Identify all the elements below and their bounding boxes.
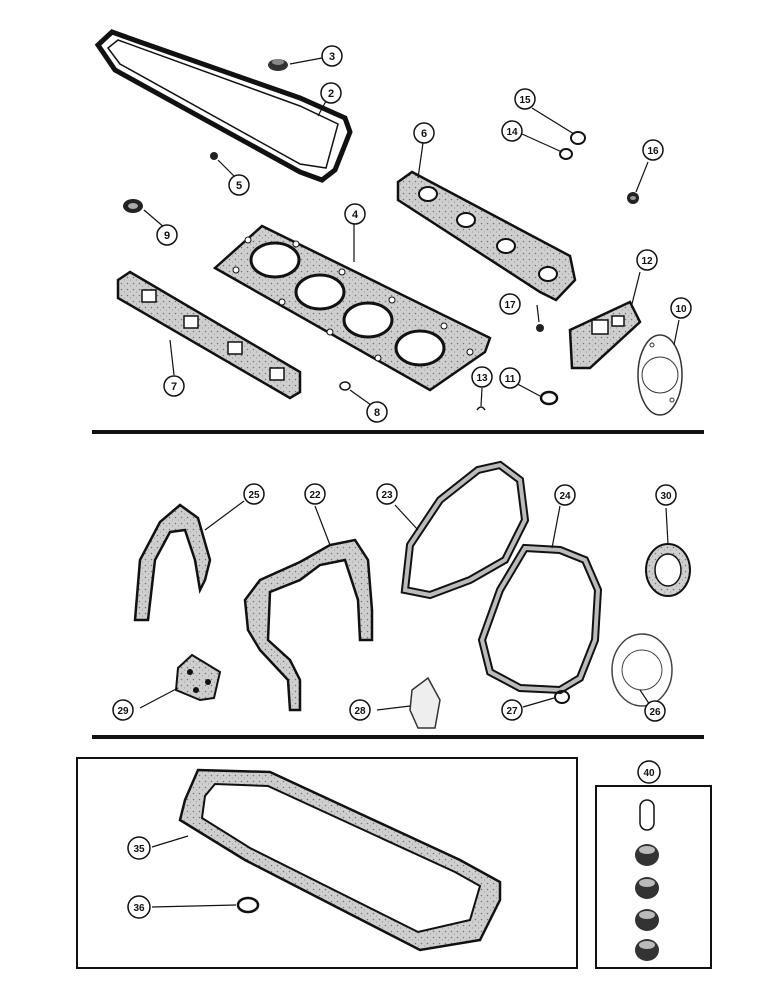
part-3-grommet <box>268 59 288 71</box>
callout-23: 23 <box>376 483 398 505</box>
bottom-left-frame <box>76 757 578 969</box>
svg-text:8: 8 <box>374 407 380 419</box>
callout-14: 14 <box>501 120 523 142</box>
bottom-right-frame <box>595 785 712 969</box>
svg-text:26: 26 <box>649 707 661 718</box>
svg-text:12: 12 <box>641 256 653 267</box>
svg-text:13: 13 <box>476 373 488 384</box>
svg-text:36: 36 <box>133 903 145 914</box>
part-25-timing-cover-gasket <box>133 503 212 622</box>
svg-text:27: 27 <box>506 706 518 717</box>
callout-17: 17 <box>499 293 521 315</box>
callout-3: 3 <box>321 45 343 67</box>
svg-text:16: 16 <box>647 146 659 157</box>
callout-16: 16 <box>642 139 664 161</box>
part-16-seal <box>627 192 639 204</box>
callout-24: 24 <box>554 484 576 506</box>
callout-22: 22 <box>304 483 326 505</box>
part-7-intake-gasket <box>116 270 302 400</box>
svg-text:14: 14 <box>506 127 518 138</box>
part-40-valve-seal-set <box>635 799 659 961</box>
callout-25: 25 <box>243 483 265 505</box>
part-6-manifold-gasket <box>396 170 577 302</box>
part-27-o-ring <box>554 690 570 704</box>
svg-text:3: 3 <box>329 51 335 63</box>
part-17-small-seal <box>536 324 544 332</box>
svg-text:30: 30 <box>660 491 672 502</box>
part-23-timing-case-gasket <box>400 460 530 600</box>
svg-text:11: 11 <box>505 374 516 385</box>
part-10-disc-gasket <box>637 334 683 416</box>
callout-7: 7 <box>163 375 185 397</box>
callout-35: 35 <box>127 836 151 860</box>
part-15-seal <box>570 131 586 145</box>
part-26-thin-gasket <box>611 633 673 707</box>
callout-13: 13 <box>471 366 493 388</box>
part-30-round-gasket <box>645 543 691 597</box>
callout-12: 12 <box>636 249 658 271</box>
part-35-oil-pan-gasket <box>178 768 502 952</box>
svg-text:9: 9 <box>164 230 170 242</box>
callout-6: 6 <box>413 122 435 144</box>
part-5-small-seal <box>210 152 218 160</box>
svg-text:35: 35 <box>133 844 145 855</box>
callout-26: 26 <box>644 700 666 722</box>
svg-text:10: 10 <box>675 304 687 315</box>
part-11-washer <box>539 390 559 406</box>
divider-top <box>92 430 704 434</box>
callout-9: 9 <box>156 224 178 246</box>
callout-29: 29 <box>112 699 134 721</box>
part-29-plate-gasket <box>174 653 222 702</box>
svg-text:24: 24 <box>559 491 571 502</box>
part-13-clip <box>476 406 486 411</box>
part-12-flange-gasket <box>568 300 642 370</box>
callout-11: 11 <box>499 367 521 389</box>
callout-36: 36 <box>127 895 151 919</box>
part-36-washer <box>236 896 260 914</box>
svg-text:7: 7 <box>171 381 177 393</box>
part-8-o-ring <box>339 381 351 391</box>
part-4-head-gasket <box>212 224 492 392</box>
callout-27: 27 <box>501 699 523 721</box>
callout-30: 30 <box>655 484 677 506</box>
svg-text:23: 23 <box>381 490 393 501</box>
svg-text:22: 22 <box>309 490 321 501</box>
callout-5: 5 <box>228 174 250 196</box>
callout-28: 28 <box>349 699 371 721</box>
part-22-front-plate-gasket <box>243 538 374 712</box>
divider-middle <box>92 735 704 739</box>
svg-text:28: 28 <box>354 706 366 717</box>
callout-10: 10 <box>670 297 692 319</box>
part-24-cover-gasket <box>477 543 603 695</box>
svg-text:5: 5 <box>236 180 242 192</box>
leader-lines <box>139 57 680 908</box>
callout-2: 2 <box>320 82 342 104</box>
svg-text:17: 17 <box>504 300 516 311</box>
callout-4: 4 <box>344 203 366 225</box>
svg-text:25: 25 <box>248 490 260 501</box>
svg-text:29: 29 <box>117 706 129 717</box>
svg-text:2: 2 <box>328 88 334 100</box>
svg-text:6: 6 <box>421 128 427 140</box>
callout-40: 40 <box>637 760 661 784</box>
part-28-plate-gasket <box>409 676 441 729</box>
svg-text:15: 15 <box>519 95 531 106</box>
part-9-seal-ring <box>123 199 143 213</box>
part-2-rocker-cover-gasket <box>94 29 353 183</box>
callout-15: 15 <box>514 88 536 110</box>
svg-text:40: 40 <box>643 768 655 779</box>
svg-text:4: 4 <box>352 209 359 221</box>
part-14-seal <box>559 148 573 160</box>
callout-8: 8 <box>366 401 388 423</box>
